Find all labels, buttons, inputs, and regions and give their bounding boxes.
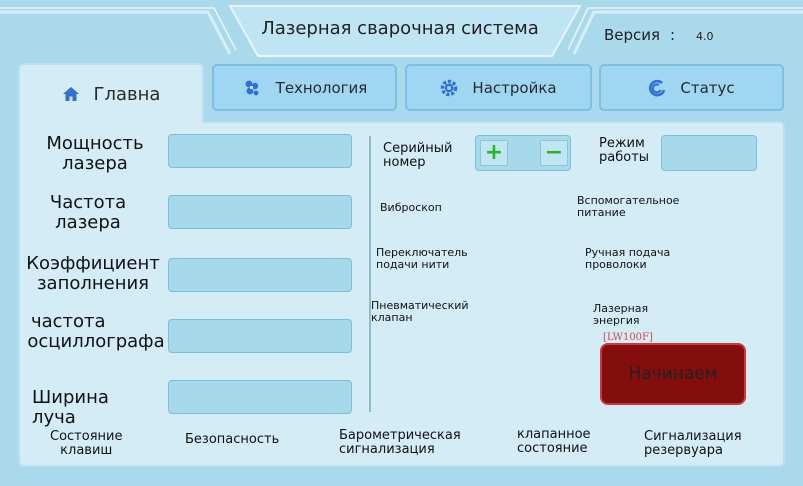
tab-home-label: Главна	[93, 83, 161, 105]
swirl-icon	[648, 79, 666, 97]
serial-number-stepper: + −	[475, 135, 571, 171]
wire-feed-switch-line-2: подачи нити	[376, 258, 450, 271]
pneumatic-valve-indicator: Пневматический клапан	[371, 300, 469, 324]
laser-power-label: Мощность лазера	[40, 134, 150, 174]
work-mode-field[interactable]	[661, 135, 757, 171]
aux-power-line-1: Вспомогательное	[577, 194, 680, 207]
home-icon	[62, 86, 80, 102]
key-state-line-1: Состояние	[50, 429, 123, 444]
tab-status-label: Статус	[680, 78, 735, 97]
decrement-button[interactable]: −	[540, 140, 568, 166]
aux-power-indicator: Вспомогательное питание	[577, 195, 679, 219]
laser-power-label-line-1: Мощность	[46, 133, 144, 154]
oscillograph-frequency-field[interactable]	[168, 319, 352, 353]
pneumatic-valve-line-2: клапан	[371, 311, 413, 324]
serial-number-label: Серийный номер	[383, 142, 452, 170]
version-separator: :	[670, 26, 676, 44]
laser-frequency-label: Частота лазера	[33, 193, 143, 233]
main-panel	[18, 121, 785, 467]
manual-wire-feed-line-2: проволоки	[585, 258, 647, 271]
tab-settings[interactable]: Настройка	[405, 64, 592, 111]
oscillograph-frequency-label-line-1: частота	[31, 311, 106, 332]
tab-technology[interactable]: Технология	[212, 64, 397, 111]
key-state-line-2: клавиш	[60, 443, 113, 458]
tank-alarm-line-1: Сигнализация	[644, 429, 742, 444]
manual-wire-feed-line-1: Ручная подача	[585, 246, 671, 259]
start-button[interactable]: Начинаем	[600, 343, 746, 405]
pneumatic-valve-line-1: Пневматический	[371, 299, 469, 312]
safety-indicator: Безопасность	[185, 432, 280, 447]
vibroscope-indicator: Виброскоп	[380, 201, 442, 214]
serial-number-label-line-2: номер	[383, 155, 426, 170]
work-mode-label: Режим работы	[599, 137, 649, 165]
gear-icon	[440, 79, 458, 97]
laser-energy-line-2: энергия	[593, 314, 640, 327]
duty-cycle-label: Коэффициент заполнения	[26, 254, 160, 294]
wire-feed-switch-indicator: Переключатель подачи нити	[376, 247, 468, 271]
tab-status[interactable]: Статус	[599, 64, 784, 111]
beam-width-field[interactable]	[168, 380, 352, 414]
duty-cycle-label-line-2: заполнения	[36, 273, 150, 294]
flower-icon	[242, 79, 262, 97]
oscillograph-frequency-label: частота осциллографа	[26, 312, 166, 352]
tank-alarm-indicator: Сигнализация резервуара	[644, 430, 742, 458]
laser-frequency-field[interactable]	[168, 195, 352, 229]
valve-state-indicator: клапанное состояние	[517, 428, 591, 456]
duty-cycle-label-line-1: Коэффициент	[26, 253, 160, 274]
aux-power-line-2: питание	[577, 206, 626, 219]
oscillograph-frequency-label-line-2: осциллографа	[27, 331, 165, 352]
tank-alarm-line-2: резервуара	[644, 443, 723, 458]
laser-energy-indicator: Лазерная энергия	[593, 303, 648, 327]
beam-width-label: Ширина луча	[32, 387, 109, 428]
work-mode-label-line-1: Режим	[599, 136, 645, 151]
wire-feed-switch-line-1: Переключатель	[376, 246, 468, 259]
model-tag: [LW100F]	[603, 332, 653, 343]
laser-power-label-line-2: лазера	[62, 153, 128, 174]
key-state-indicator: Состояние клавиш	[50, 430, 122, 458]
version-value: 4.0	[696, 30, 714, 43]
serial-number-label-line-1: Серийный	[383, 141, 453, 156]
tab-technology-label: Технология	[275, 78, 368, 97]
tab-settings-label: Настройка	[472, 78, 557, 97]
barometric-alarm-indicator: Барометрическая сигнализация	[339, 429, 461, 457]
barometric-alarm-line-2: сигнализация	[339, 442, 435, 457]
version-label: Версия	[604, 26, 661, 44]
manual-wire-feed-indicator: Ручная подача проволоки	[585, 247, 670, 271]
laser-power-field[interactable]	[168, 134, 352, 168]
laser-frequency-label-line-2: лазера	[55, 212, 121, 233]
valve-state-line-2: состояние	[517, 441, 588, 456]
app-title: Лазерная сварочная система	[261, 18, 539, 39]
tab-home[interactable]: Главна	[18, 63, 204, 123]
work-mode-label-line-2: работы	[599, 150, 650, 165]
column-divider	[369, 136, 371, 412]
laser-frequency-label-line-1: Частота	[49, 192, 127, 213]
valve-state-line-1: клапанное	[517, 427, 591, 442]
duty-cycle-field[interactable]	[168, 258, 352, 292]
laser-energy-line-1: Лазерная	[593, 302, 649, 315]
barometric-alarm-line-1: Барометрическая	[339, 428, 461, 443]
increment-button[interactable]: +	[480, 140, 508, 166]
